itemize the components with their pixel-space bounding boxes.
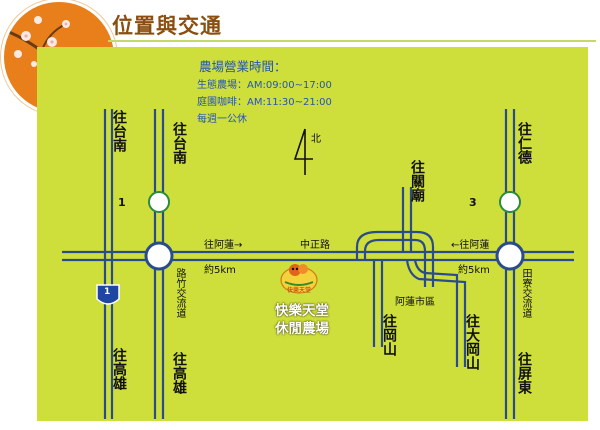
town-loop-road (355, 230, 435, 287)
label-alian-district: 阿蓮市區 (395, 297, 435, 308)
road-network (62, 109, 574, 419)
farm-logo-text: 快樂天堂 (287, 286, 311, 294)
route-3-number: 3 (469, 196, 477, 209)
label-5km-left: 約5km (204, 265, 236, 276)
label-to-dagangshan: 往大岡山 (464, 314, 480, 370)
label-to-alian-east: 往阿蓮→ (204, 240, 243, 251)
hours-line-eco-farm: 生態農場：AM:09:00~17:00 (197, 80, 332, 91)
label-luzhu-interchange: 路竹交流道 (174, 268, 185, 318)
label-to-tainan-left: 往台南 (111, 110, 127, 152)
farm-name: 快樂天堂 休閒農場 (262, 302, 342, 338)
dagangshan-road (405, 259, 467, 367)
hours-line-closed: 每週一公休 (197, 114, 247, 125)
title-divider (108, 40, 596, 42)
farm-name-line1: 快樂天堂 (275, 303, 329, 319)
label-zhongzheng-road: 中正路 (300, 240, 330, 251)
label-to-alian-west: ←往阿蓮 (451, 240, 490, 251)
farm-logo: 快樂天堂 (280, 264, 318, 294)
label-to-renwu: 往仁德 (516, 122, 532, 164)
label-to-guanmiao: 往關廟 (409, 160, 425, 202)
label-tianliao-interchange: 田寮交流道 (520, 268, 531, 318)
label-to-kaohsiung-left: 往高雄 (111, 348, 127, 390)
label-5km-right: 約5km (458, 265, 490, 276)
farm-name-line2: 休閒農場 (275, 321, 329, 337)
business-hours: 農場營業時間： 生態農場：AM:09:00~17:00 庭園咖啡：AM:11:3… (197, 57, 332, 128)
north-arrow-icon (293, 128, 313, 175)
label-to-tainan: 往台南 (171, 122, 187, 164)
hours-line-cafe: 庭園咖啡：AM:11:30~21:00 (197, 97, 332, 108)
hours-title: 農場營業時間： (199, 59, 287, 74)
route-1-shield (148, 191, 170, 213)
page-title: 位置與交通 (112, 13, 222, 38)
route-3-shield (499, 191, 521, 213)
label-to-kaohsiung-mid: 往高雄 (171, 352, 187, 394)
label-to-gangshan: 往岡山 (381, 314, 397, 356)
freeway-1-shield (96, 284, 120, 305)
location-map: 1 3 1 (37, 47, 588, 421)
luzhu-interchange-circle (144, 241, 174, 271)
freeway-1-number: 1 (104, 287, 111, 297)
north-label: 北 (311, 134, 321, 145)
label-to-pingtung: 往屏東 (516, 352, 532, 394)
route-1-number: 1 (118, 196, 126, 209)
tianliao-interchange-circle (495, 241, 525, 271)
